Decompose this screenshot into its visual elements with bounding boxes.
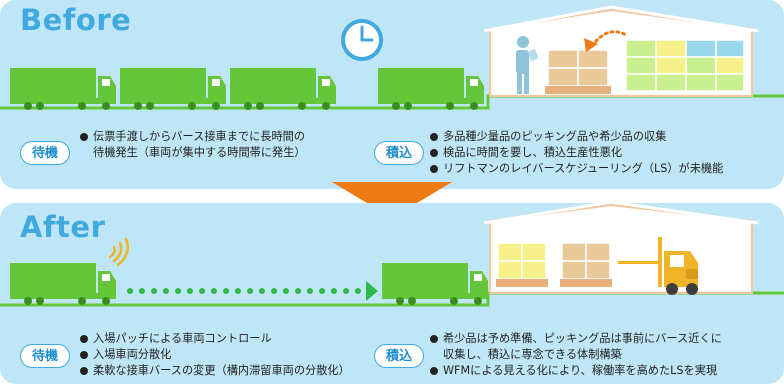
pallet-icon xyxy=(560,279,612,287)
signal-icon xyxy=(108,237,129,267)
list-item: 伝票手渡しからバース接車までに長時間の xyxy=(80,129,306,145)
list-item: リフトマンのレイバースケジューリング（LS）が未機能 xyxy=(430,161,723,177)
truck-icon xyxy=(120,68,226,110)
before-panel: Before xyxy=(0,0,784,189)
down-arrow-icon xyxy=(332,182,452,218)
dotted-route xyxy=(127,288,361,294)
shelf-boxes xyxy=(625,39,745,92)
list-item: 収集し、積込に専念できる体制構築 xyxy=(443,348,622,361)
list-item: 希少品は予め準備、ピッキング品は事前にバース近くに xyxy=(430,331,722,347)
cargo-stack xyxy=(496,242,548,287)
after-scene xyxy=(0,203,784,307)
truck-icon xyxy=(10,68,116,110)
cargo-stack xyxy=(560,242,612,287)
before-load-bullets: 多品種少量品のピッキング品や希少品の収集 検品に時間を要し、積込生産性悪化 リフ… xyxy=(430,129,723,177)
before-wait-tag: 待機 xyxy=(20,141,70,165)
forklift-icon xyxy=(618,237,698,295)
clock-icon xyxy=(341,19,383,61)
after-title: After xyxy=(20,210,106,244)
list-item: 多品種少量品のピッキング品や希少品の収集 xyxy=(430,129,723,145)
list-item: 検品に時間を要し、積込生産性悪化 xyxy=(430,145,723,161)
list-item: 待機発生（車両が集中する時間帯に発生） xyxy=(93,146,306,159)
truck-icon xyxy=(382,263,488,305)
before-title: Before xyxy=(20,3,132,37)
after-wait-bullets: 入場パッチによる車両コントロール 入場車両分散化 柔軟な接車バースの変更（構内滞… xyxy=(80,331,350,379)
truck-icon xyxy=(10,263,116,305)
pallet-icon xyxy=(545,86,611,94)
pallet-icon xyxy=(496,279,548,287)
after-wait-tag: 待機 xyxy=(20,344,70,368)
list-item: 入場車両分散化 xyxy=(80,347,350,363)
before-scene xyxy=(0,5,784,110)
transfer-arrowhead xyxy=(584,38,598,52)
after-load-tag: 積込 xyxy=(374,344,424,368)
right-arrow-icon xyxy=(366,281,378,301)
list-item: 柔軟な接車バースの変更（構内滞留車両の分散化） xyxy=(80,363,350,379)
truck-icon xyxy=(378,68,484,110)
cargo-stack xyxy=(545,49,611,94)
list-item: 入場パッチによる車両コントロール xyxy=(80,331,350,347)
before-load-tag: 積込 xyxy=(374,141,424,165)
person-icon xyxy=(516,36,539,94)
list-item: WFMによる見える化により、稼働率を高めたLSを実現 xyxy=(430,363,722,379)
truck-icon xyxy=(230,68,336,110)
after-load-bullets: 希少品は予め準備、ピッキング品は事前にバース近くに 収集し、積込に専念できる体制… xyxy=(430,331,722,379)
transfer-arrow xyxy=(590,30,630,48)
after-panel: After xyxy=(0,203,784,384)
before-wait-bullets: 伝票手渡しからバース接車までに長時間の 待機発生（車両が集中する時間帯に発生） xyxy=(80,129,306,161)
